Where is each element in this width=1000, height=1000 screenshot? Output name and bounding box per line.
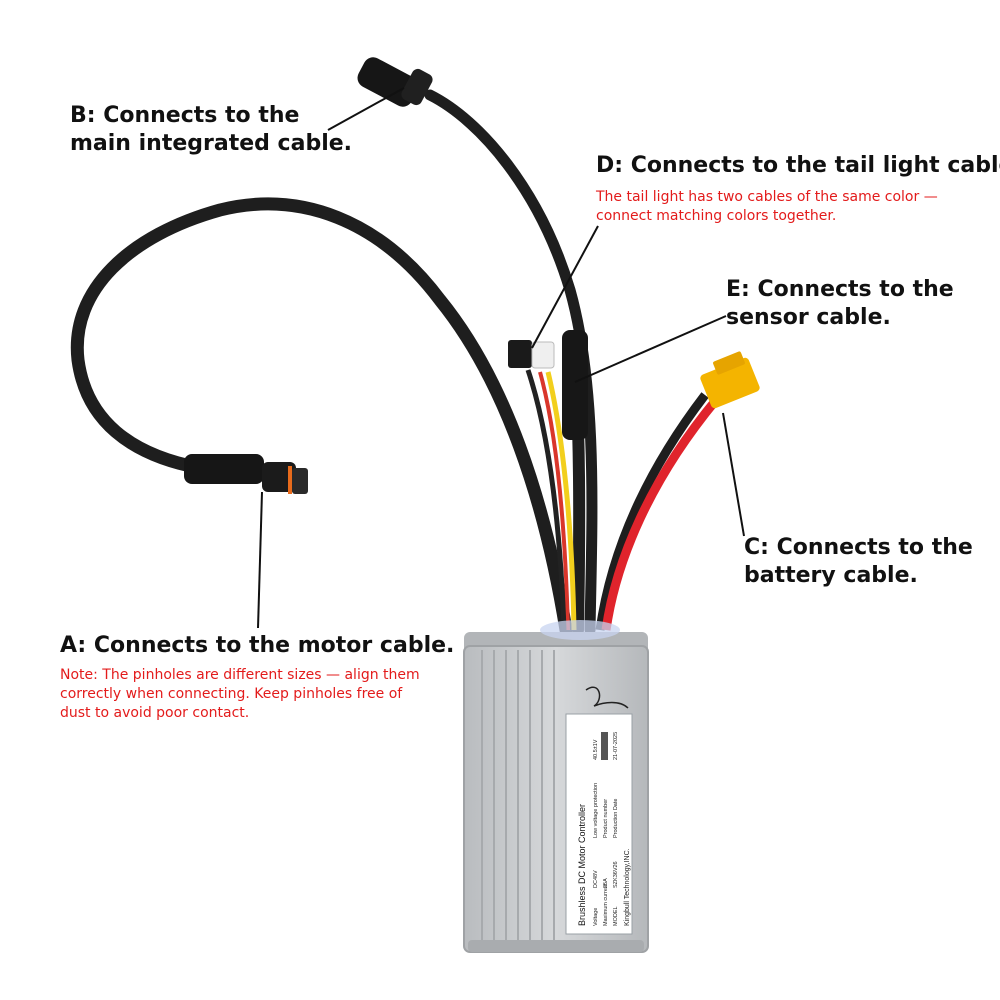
spec-r1c0: Maximum current — [603, 883, 609, 926]
spec-r1c2: Product number — [603, 799, 609, 838]
label-e: E: Connects to the sensor cable. — [726, 276, 954, 332]
label-e-line1: E: Connects to the — [726, 277, 954, 302]
spec-r0c2: Low voltage protection — [593, 783, 599, 838]
label-a: A: Connects to the motor cable. — [60, 632, 454, 660]
label-a-note: Note: The pinholes are different sizes —… — [60, 667, 420, 721]
motor-cable — [70, 197, 573, 637]
label-e-line2: sensor cable. — [726, 305, 891, 330]
spec-r1c1: 25A — [603, 878, 609, 888]
spec-title: Brushless DC Motor Controller — [577, 804, 587, 926]
tail-light-wire-black — [525, 369, 567, 631]
spec-r0c0: Voltage — [593, 908, 599, 926]
leader-line-e — [574, 315, 727, 383]
label-b: B: Connects to the main integrated cable… — [70, 102, 352, 158]
leader-line-d — [531, 225, 599, 349]
spec-r0c1: DC48V — [593, 870, 599, 888]
tail-light-connector-white — [531, 341, 555, 369]
spec-r2c0: MODEL — [613, 906, 619, 926]
label-c-line2: battery cable. — [744, 563, 918, 588]
label-b-line2: main integrated cable. — [70, 131, 353, 156]
xt60-connector — [700, 351, 760, 409]
spec-r2c2: Production Date — [613, 799, 619, 838]
spec-r0c3: 40.5±1V — [593, 739, 599, 760]
label-d: D: Connects to the tail light cable. — [596, 152, 1000, 180]
spec-label: Brushless DC Motor Controller Voltage DC… — [565, 713, 633, 935]
label-c: C: Connects to the battery cable. — [744, 534, 973, 590]
battery-cable-black — [595, 392, 709, 631]
label-d-note: The tail light has two cables of the sam… — [596, 189, 938, 224]
main-integrated-cable — [424, 89, 598, 636]
leader-line-a — [257, 491, 263, 629]
tail-light-wire-yellow — [545, 371, 577, 631]
sensor-connector — [562, 330, 588, 440]
label-a-title: A: Connects to the motor cable. — [60, 633, 455, 658]
label-d-title: D: Connects to the tail light cable. — [596, 153, 1000, 178]
tail-light-wire-red — [538, 371, 570, 631]
label-b-line1: B: Connects to the — [70, 103, 300, 128]
spec-r2c3: 21-07-2025 — [613, 732, 619, 760]
leader-line-c — [722, 412, 745, 537]
label-c-line1: C: Connects to the — [744, 535, 973, 560]
battery-cable-red — [601, 397, 720, 631]
motor-connector — [184, 454, 308, 494]
tail-light-connector-black — [508, 340, 532, 368]
spec-maker: Kingbull Technology,INC. — [624, 848, 631, 926]
leader-line-b — [327, 87, 405, 131]
main-connector — [357, 57, 433, 107]
spec-r2c1: SZK36V26 — [613, 861, 619, 888]
